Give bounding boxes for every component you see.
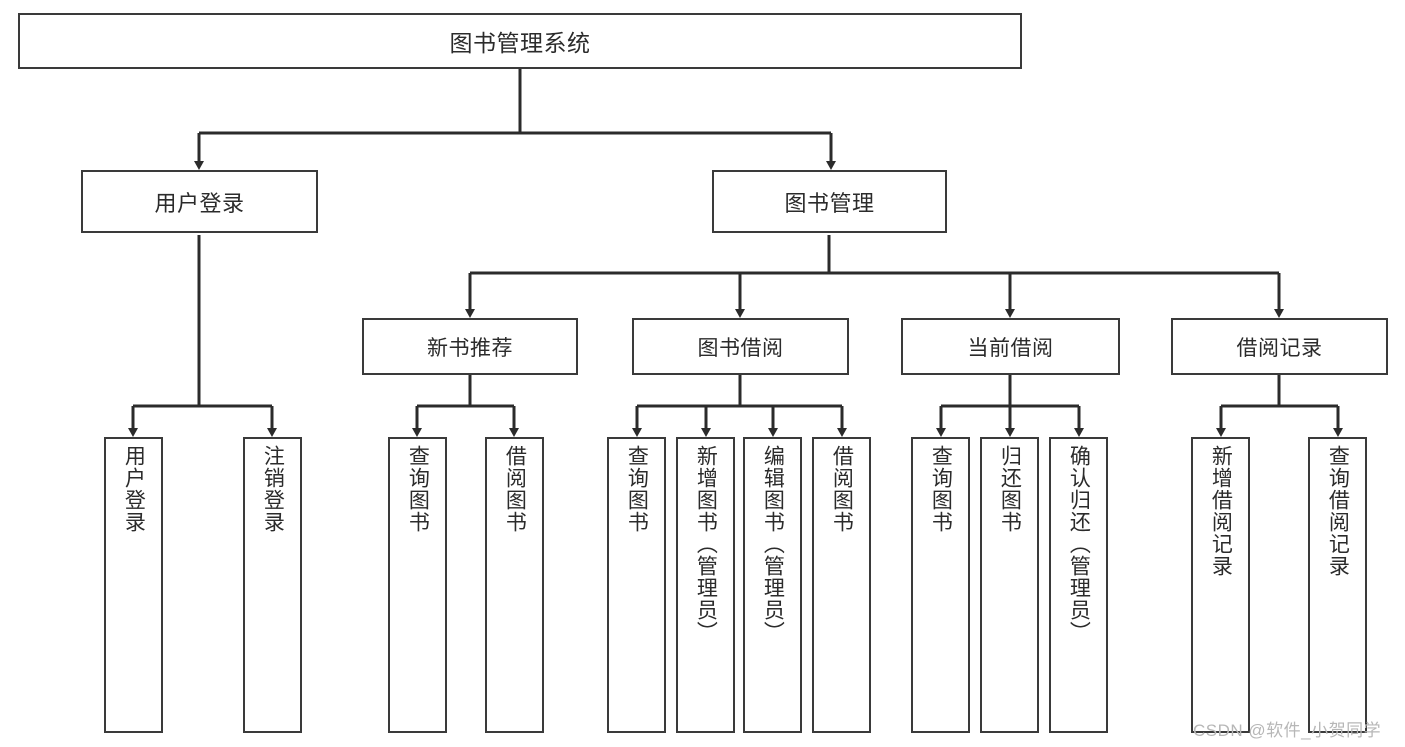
node-label: 用户登录	[154, 190, 245, 216]
leaf-record-query-record[interactable]: 查询借阅记录	[1308, 437, 1367, 733]
leaf-current-return-book[interactable]: 归还图书	[980, 437, 1039, 733]
csdn-watermark: CSDN @软件_小贺同学	[1193, 721, 1382, 740]
node-root-system[interactable]: 图书管理系统	[18, 13, 1022, 69]
node-book-borrow[interactable]: 图书借阅	[632, 318, 849, 375]
leaf-user-login-login[interactable]: 用户登录	[104, 437, 163, 733]
node-label: 图书管理系统	[449, 30, 591, 56]
node-label: 查询图书	[406, 445, 430, 533]
node-label: 借阅记录	[1236, 336, 1323, 360]
leaf-user-login-logout[interactable]: 注销登录	[243, 437, 302, 733]
leaf-record-add-record[interactable]: 新增借阅记录	[1191, 437, 1250, 733]
leaf-current-confirm-return-admin[interactable]: 确认归还（管理员）	[1049, 437, 1108, 733]
node-book-management[interactable]: 图书管理	[712, 170, 947, 233]
leaf-borrow-add-book-admin[interactable]: 新增图书（管理员）	[676, 437, 735, 733]
node-user-login[interactable]: 用户登录	[81, 170, 318, 233]
node-label: 编辑图书（管理员）	[761, 445, 785, 643]
node-label: 注销登录	[261, 445, 285, 533]
node-label: 确认归还（管理员）	[1067, 445, 1091, 643]
node-new-book-recommend[interactable]: 新书推荐	[362, 318, 578, 375]
node-label: 查询图书	[625, 445, 649, 533]
leaf-borrow-query-book[interactable]: 查询图书	[607, 437, 666, 733]
leaf-recommend-borrow-book[interactable]: 借阅图书	[485, 437, 544, 733]
leaf-borrow-edit-book-admin[interactable]: 编辑图书（管理员）	[743, 437, 802, 733]
leaf-current-query-book[interactable]: 查询图书	[911, 437, 970, 733]
node-borrow-record[interactable]: 借阅记录	[1171, 318, 1388, 375]
node-label: 查询借阅记录	[1326, 445, 1350, 577]
leaf-borrow-borrow-book[interactable]: 借阅图书	[812, 437, 871, 733]
leaf-recommend-query-book[interactable]: 查询图书	[388, 437, 447, 733]
node-current-borrow[interactable]: 当前借阅	[901, 318, 1120, 375]
node-label: 图书管理	[784, 190, 875, 216]
node-label: 用户登录	[122, 445, 146, 533]
node-label: 图书借阅	[697, 336, 784, 360]
node-label: 查询图书	[929, 445, 953, 533]
node-label: 新增借阅记录	[1209, 445, 1233, 577]
node-label: 新增图书（管理员）	[694, 445, 718, 643]
node-label: 当前借阅	[967, 336, 1054, 360]
node-label: 新书推荐	[427, 336, 513, 360]
node-label: 归还图书	[998, 445, 1022, 533]
node-label: 借阅图书	[830, 445, 854, 533]
node-label: 借阅图书	[503, 445, 527, 533]
